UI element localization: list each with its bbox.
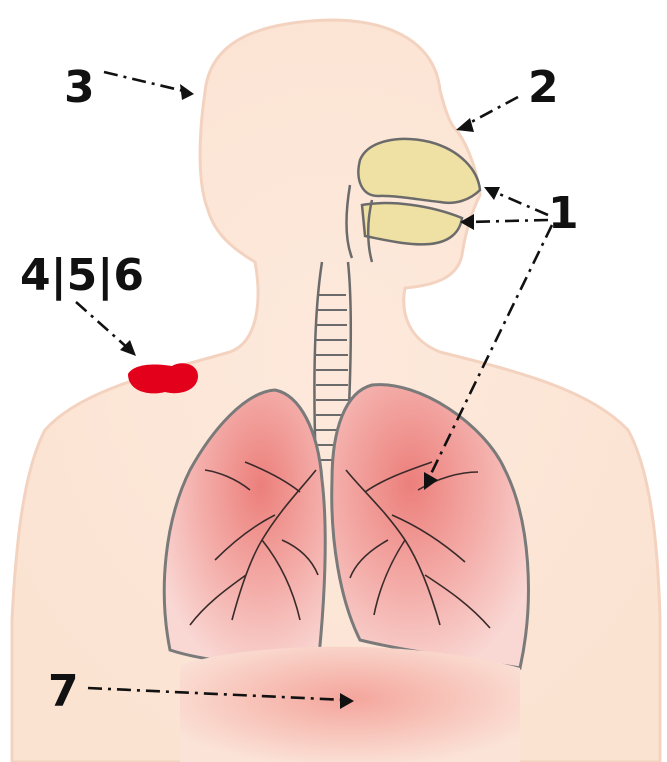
skin-lesion bbox=[128, 363, 198, 393]
arrow-456 bbox=[76, 302, 130, 350]
label-7: 7 bbox=[48, 666, 79, 717]
diaphragm bbox=[180, 647, 520, 762]
label-4-5-6: 4|5|6 bbox=[20, 250, 144, 301]
label-3: 3 bbox=[64, 62, 95, 113]
arrow-1b bbox=[468, 220, 548, 222]
label-1: 1 bbox=[548, 188, 579, 239]
label-2: 2 bbox=[528, 62, 559, 113]
arrow-3 bbox=[104, 72, 188, 92]
arrow-1a bbox=[490, 190, 548, 215]
